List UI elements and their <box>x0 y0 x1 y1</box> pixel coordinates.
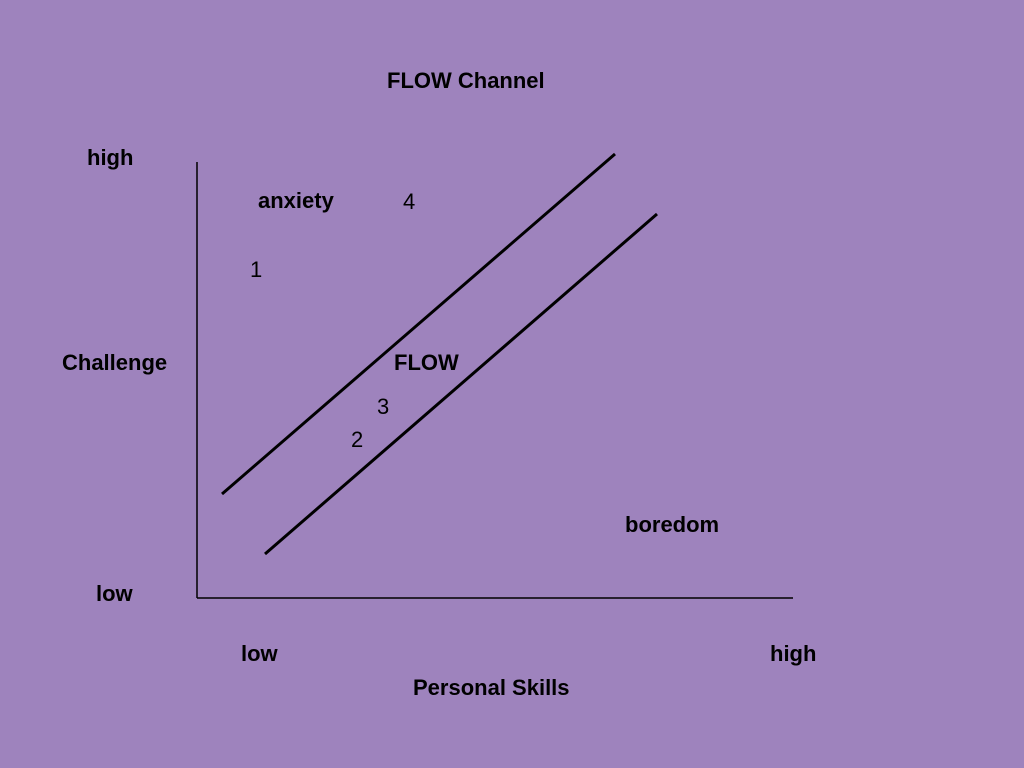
marker-3: 3 <box>377 394 390 419</box>
region-anxiety-label: anxiety <box>258 188 334 213</box>
x-axis-label: Personal Skills <box>413 675 570 700</box>
y-axis-label: Challenge <box>62 350 168 375</box>
region-boredom-label: boredom <box>625 512 720 537</box>
y-axis-high-label: high <box>87 145 134 170</box>
channel-upper-boundary <box>221 152 616 496</box>
marker-1: 1 <box>250 257 263 282</box>
y-axis-low-label: low <box>96 581 133 606</box>
region-flow-label: FLOW <box>394 350 459 375</box>
x-axis-low-label: low <box>241 641 278 666</box>
channel-lower-boundary <box>264 212 658 556</box>
chart-title: FLOW Channel <box>387 68 545 93</box>
marker-4: 4 <box>403 189 416 214</box>
x-axis-high-label: high <box>770 641 817 666</box>
marker-2: 2 <box>351 427 364 452</box>
